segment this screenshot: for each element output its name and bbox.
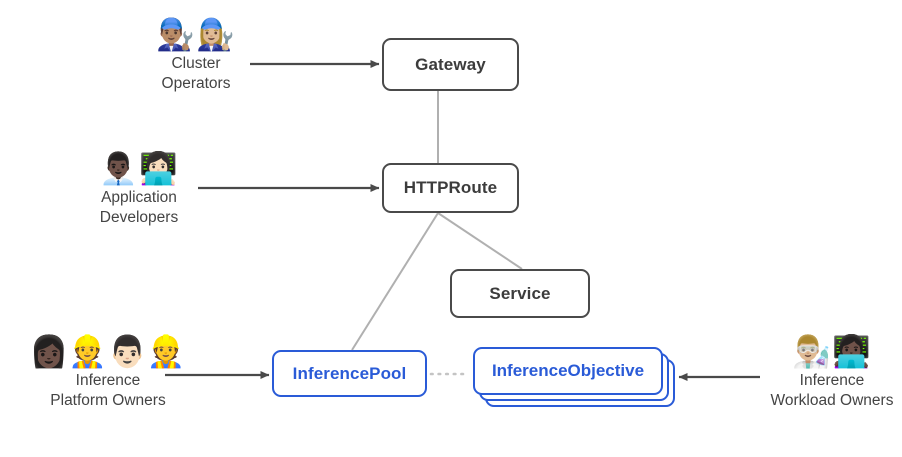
node-inferencepool[interactable]: InferencePool [272,350,427,397]
node-httproute-label: HTTPRoute [403,178,498,197]
application-developers-icon: 👨🏿‍💼👩🏻‍💻 [99,151,179,186]
actor-inference-platform-owners-label-line1: Inference [75,372,141,390]
node-gateway-label: Gateway [415,54,486,74]
actor-inference-workload-owners-label-line2: Workload Owners [770,392,894,410]
actor-cluster-operators-label-line2: Operators [161,75,231,93]
actor-inference-workload-owners-label: Inference Workload Owners [771,371,894,411]
actor-cluster-operators: 👨🏽‍🔧👩🏼‍🔧 Cluster Operators [140,18,252,94]
cluster-operators-icon: 👨🏽‍🔧👩🏼‍🔧 [156,17,236,52]
actor-cluster-operators-label-line1: Cluster [171,55,221,73]
node-inferenceobjective[interactable]: InferenceObjective [473,347,675,407]
actor-application-developers-label-line2: Developers [99,209,179,227]
actor-inference-workload-owners: 👨🏼‍🔬👩🏿‍💻 Inference Workload Owners [762,335,902,411]
inference-platform-owners-icon: 👩🏿‍👷👨🏻‍👷 [29,334,187,369]
node-inferencepool-label: InferencePool [292,363,407,383]
inference-workload-owners-icon: 👨🏼‍🔬👩🏿‍💻 [792,334,872,369]
connector-httproute-service [437,212,523,270]
actor-cluster-operators-label: Cluster Operators [162,54,231,94]
node-service[interactable]: Service [450,269,590,318]
actor-application-developers: 👨🏿‍💼👩🏻‍💻 Application Developers [80,152,198,228]
actor-inference-platform-owners-label-line2: Platform Owners [50,392,166,410]
node-inferenceobjective-stack-layer-1: InferenceObjective [473,347,663,395]
node-service-label: Service [489,283,551,303]
actor-inference-workload-owners-label-line1: Inference [799,372,865,390]
node-gateway[interactable]: Gateway [382,38,519,91]
actor-application-developers-label-line1: Application [101,189,177,207]
node-httproute[interactable]: HTTPRoute [382,163,519,213]
actor-inference-platform-owners: 👩🏿‍👷👨🏻‍👷 Inference Platform Owners [18,335,198,411]
actor-application-developers-label: Application Developers [100,188,178,228]
node-inferenceobjective-label: InferenceObjective [491,361,645,380]
connector-httproute-inferencepool [351,212,439,351]
actor-inference-platform-owners-label: Inference Platform Owners [50,371,165,411]
